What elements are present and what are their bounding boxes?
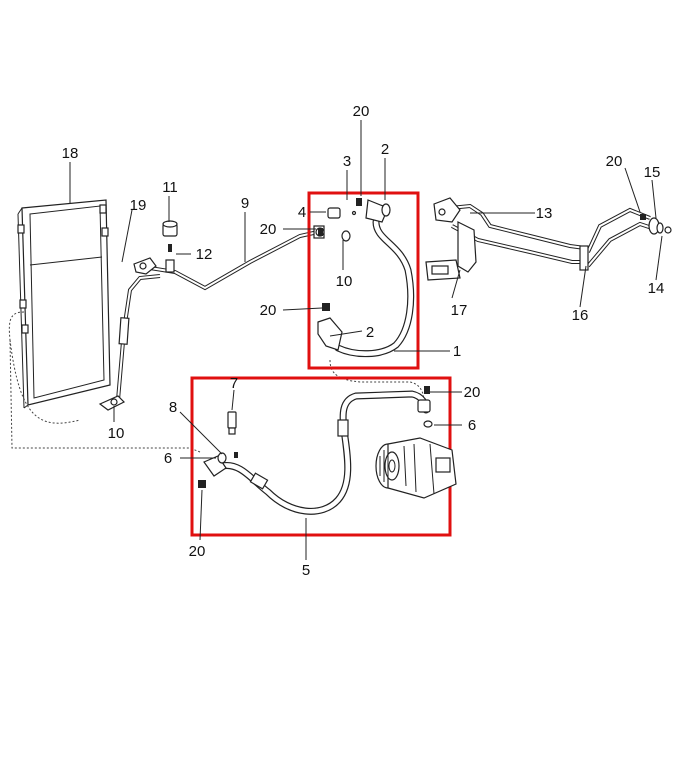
part-11-12 bbox=[162, 220, 178, 273]
callout-4: 4 bbox=[298, 204, 306, 221]
callout-10-mid: 10 bbox=[336, 273, 353, 290]
callout-18: 18 bbox=[62, 145, 79, 162]
callout-6-left: 6 bbox=[164, 450, 172, 467]
callout-1: 1 bbox=[453, 343, 461, 360]
condenser bbox=[17, 199, 111, 409]
callout-17: 17 bbox=[451, 302, 468, 319]
callout-20-right: 20 bbox=[606, 153, 623, 170]
callout-5: 5 bbox=[302, 562, 310, 579]
callout-20-upper-left: 20 bbox=[260, 221, 277, 238]
highlight-box-upper bbox=[307, 191, 420, 370]
callout-11: 11 bbox=[162, 179, 178, 196]
dashed-route-mid bbox=[329, 359, 425, 403]
dashed-route-left-2 bbox=[9, 339, 81, 424]
callout-16: 16 bbox=[572, 307, 589, 324]
callout-19: 19 bbox=[130, 197, 147, 214]
callout-10-left: 10 bbox=[108, 425, 125, 442]
leader-lines bbox=[69, 120, 663, 560]
liquid-line bbox=[98, 274, 161, 411]
callout-6-right: 6 bbox=[468, 417, 476, 434]
callout-2-top: 2 bbox=[381, 141, 389, 158]
suction-hose-1 bbox=[315, 198, 415, 358]
callout-14: 14 bbox=[648, 280, 665, 297]
callout-3: 3 bbox=[343, 153, 351, 170]
line-9 bbox=[133, 225, 325, 291]
assembly-13-17 bbox=[425, 197, 672, 281]
callout-7: 7 bbox=[230, 375, 238, 392]
callout-20-top: 20 bbox=[353, 103, 370, 120]
callout-20-mid-left: 20 bbox=[260, 302, 277, 319]
callout-13: 13 bbox=[536, 205, 553, 222]
callout-2-mid: 2 bbox=[366, 324, 374, 341]
callout-9: 9 bbox=[241, 195, 249, 212]
callout-labels: 18 19 11 12 9 10 3 20 2 4 20 10 20 2 1 1… bbox=[62, 103, 665, 579]
callout-20-bottom: 20 bbox=[189, 543, 206, 560]
discharge-hose-5 bbox=[198, 390, 430, 515]
callout-12: 12 bbox=[196, 246, 213, 263]
compressor bbox=[375, 386, 457, 499]
callout-20-lower-right: 20 bbox=[464, 384, 481, 401]
callout-15: 15 bbox=[644, 164, 661, 181]
callout-8: 8 bbox=[169, 399, 177, 416]
dashed-route-left bbox=[8, 311, 201, 453]
